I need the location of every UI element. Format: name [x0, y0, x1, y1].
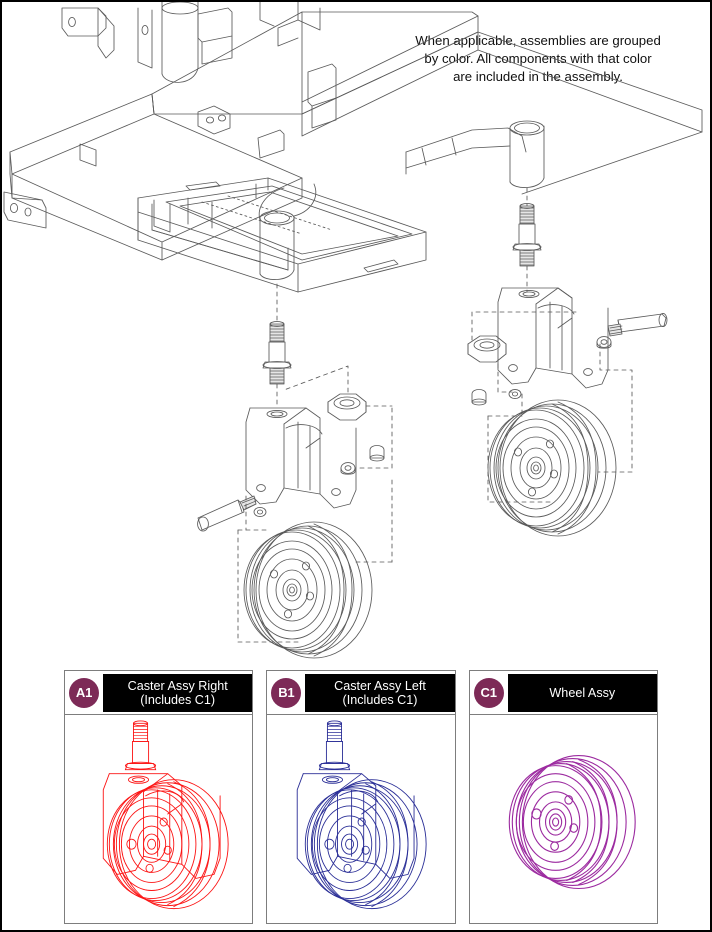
caster-assy-right-drawing	[65, 715, 253, 923]
legend-label-b1: Caster Assy Left (Includes C1)	[305, 673, 455, 712]
lock-nut-left	[327, 393, 367, 421]
legend-label-c1: Wheel Assy	[507, 673, 657, 712]
legend-panel-b1[interactable]: B1 Caster Assy Left (Includes C1)	[266, 670, 456, 924]
wheel-right	[487, 399, 617, 537]
legend-head-b1: B1 Caster Assy Left (Includes C1)	[267, 671, 455, 715]
caster-fork-left	[245, 407, 357, 509]
legend-head-a1: A1 Caster Assy Right (Includes C1)	[65, 671, 253, 715]
assembly-guide-left	[237, 365, 393, 643]
assembly-guide-right	[471, 311, 633, 503]
washer-left-outer	[253, 506, 267, 518]
washer-left-inner	[340, 462, 356, 475]
battery-tray	[137, 177, 427, 293]
lock-nut-right	[467, 335, 507, 363]
caster-assembly-right	[467, 187, 668, 537]
caster-socket-tube-left	[258, 183, 317, 280]
wheel-left	[243, 521, 373, 659]
caster-stem-bolt-left	[262, 321, 292, 385]
washer-right-inner	[508, 388, 522, 400]
caster-fork-right	[497, 287, 609, 389]
cap-nut-left	[369, 445, 385, 462]
legend-panel-c1[interactable]: C1 Wheel Assy	[468, 670, 658, 924]
mast-tube	[161, 2, 199, 83]
legend-panel-a1[interactable]: A1 Caster Assy Right (Includes C1)	[64, 670, 254, 924]
axle-bolt-left	[197, 495, 257, 532]
cap-nut-right	[471, 389, 487, 406]
wheel-assy-drawing	[469, 715, 657, 923]
badge-c1: C1	[473, 677, 504, 708]
badge-a1: A1	[69, 677, 99, 708]
frame-brackets	[3, 2, 337, 229]
color-grouping-note: When applicable, assemblies are grouped …	[415, 33, 661, 84]
caster-assembly-left	[197, 283, 393, 659]
washer-right-outer	[596, 336, 612, 349]
caster-socket-tube-right	[509, 120, 545, 188]
caster-assy-left-drawing	[267, 715, 455, 923]
badge-b1: B1	[271, 677, 302, 708]
legend-head-c1: C1 Wheel Assy	[469, 671, 657, 715]
axle-bolt-right	[607, 312, 668, 337]
caster-stem-bolt-right	[512, 203, 542, 267]
legend-label-a1: Caster Assy Right (Includes C1)	[103, 673, 253, 712]
exploded-assembly-drawing	[2, 2, 710, 662]
assembly-legend: A1 Caster Assy Right (Includes C1)	[64, 670, 658, 924]
